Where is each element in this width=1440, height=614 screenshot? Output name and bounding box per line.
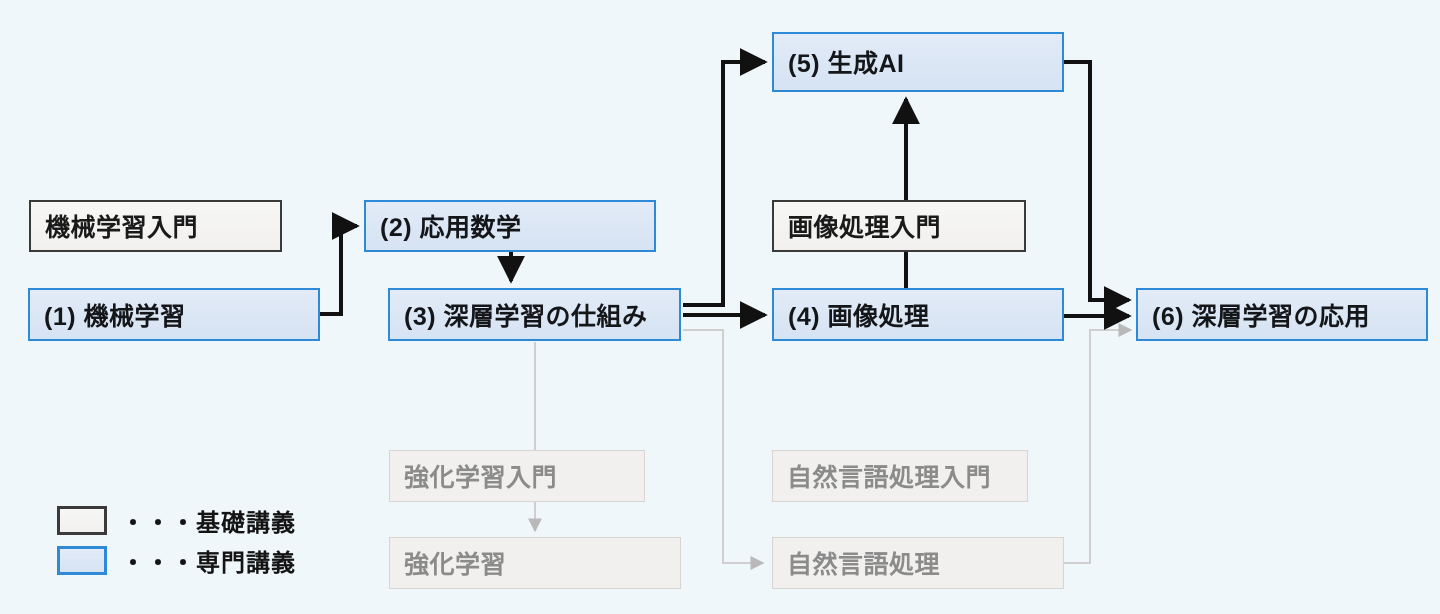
node-kyoka-gakushu-nyumon[interactable]: 強化学習入門 [389, 450, 645, 502]
node-4-gazo-shori[interactable]: (4) 画像処理 [772, 288, 1064, 341]
node-1-kikai-gakushu[interactable]: (1) 機械学習 [28, 288, 320, 341]
node-3-shinso-gakushu-no-shikumi[interactable]: (3) 深層学習の仕組み [388, 288, 681, 341]
node-label: (3) 深層学習の仕組み [404, 302, 648, 331]
legend-label-special: 専門講義 [196, 549, 296, 577]
legend-label-basic: 基礎講義 [196, 509, 296, 537]
node-6-shinso-gakushu-no-oyo[interactable]: (6) 深層学習の応用 [1136, 288, 1428, 341]
node-kyoka-gakushu[interactable]: 強化学習 [389, 537, 681, 589]
node-shizen-gengo-shori[interactable]: 自然言語処理 [772, 537, 1064, 589]
legend: ・・・ 基礎講義 ・・・ 専門講義 [57, 500, 296, 580]
node-label: (4) 画像処理 [788, 302, 930, 331]
legend-dots-special: ・・・ [121, 549, 196, 577]
edge-n3-to-n5 [683, 48, 768, 307]
legend-swatch-basic-icon [57, 505, 107, 535]
node-shizen-gengo-shori-nyumon[interactable]: 自然言語処理入門 [772, 450, 1028, 502]
legend-item-special: ・・・ 専門講義 [57, 540, 296, 580]
legend-item-basic: ・・・ 基礎講義 [57, 500, 296, 540]
legend-dots-basic: ・・・ [121, 509, 196, 537]
legend-swatch-special-icon [57, 545, 107, 575]
edge-shizen-to-n6 [1064, 323, 1133, 564]
node-5-seisei-ai[interactable]: (5) 生成AI [772, 32, 1064, 92]
node-label: (1) 機械学習 [44, 302, 186, 331]
node-label: (6) 深層学習の応用 [1152, 302, 1371, 331]
node-label: (2) 応用数学 [380, 214, 522, 242]
node-label: 強化学習入門 [404, 464, 558, 492]
edge-n1-to-n2 [320, 212, 360, 316]
node-kikai-gakushu-nyumon[interactable]: 機械学習入門 [29, 200, 282, 252]
node-label: 機械学習入門 [45, 214, 199, 242]
node-label: 自然言語処理 [787, 551, 941, 579]
node-gazo-shori-nyumon[interactable]: 画像処理入門 [772, 200, 1026, 252]
node-label: 強化学習 [404, 551, 507, 579]
node-2-oyo-sugaku[interactable]: (2) 応用数学 [364, 200, 656, 252]
node-label: 自然言語処理入門 [787, 464, 992, 492]
edge-n5-to-n6 [1064, 60, 1132, 314]
node-label: (5) 生成AI [788, 50, 905, 78]
node-label: 画像処理入門 [788, 214, 942, 242]
edge-n3-to-shizen [683, 329, 765, 570]
